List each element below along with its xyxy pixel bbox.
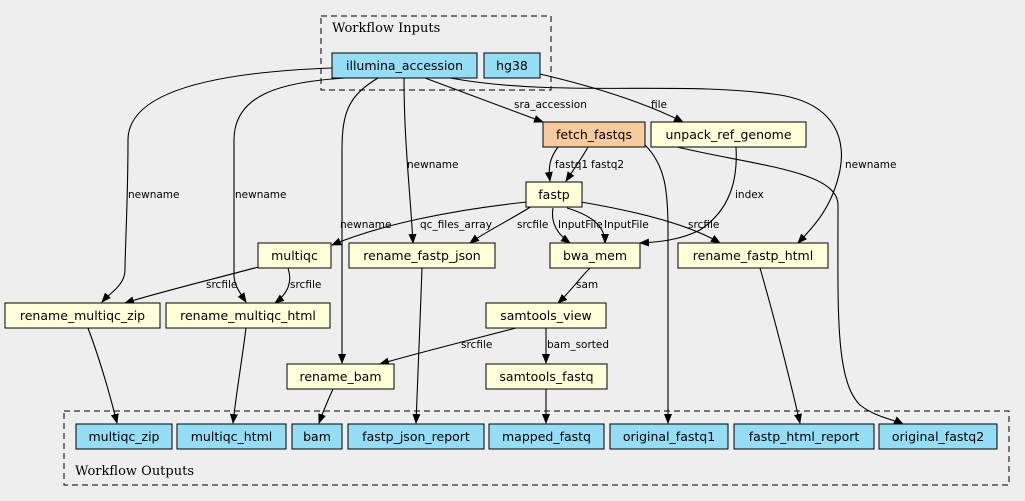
edge-label-newname-fastp-html: newname: [845, 159, 896, 171]
edge-labels: sra_accession file newname newname newna…: [128, 99, 896, 351]
node-original-fastq2[interactable]: original_fastq2: [878, 423, 998, 450]
edge-fastp-bwa-1: [551, 207, 571, 244]
edge-label-inputfile-1: InputFile: [558, 219, 603, 231]
edge-fetch-original-fastq1: [644, 144, 672, 424]
node-rename-multiqc-html[interactable]: rename_multiqc_html: [165, 302, 331, 329]
edge-accession-rename-multiqc-html: [233, 77, 346, 303]
edge-label-srcfile-fastp-html: srcfile: [688, 219, 719, 231]
node-fastp-json-report[interactable]: fastp_json_report: [347, 423, 485, 450]
node-rename-fastp-html[interactable]: rename_fastp_html: [677, 242, 829, 269]
edge-accession-rename-fastp-json: [403, 77, 417, 244]
node-samtools-fastq[interactable]: samtools_fastq: [485, 363, 608, 390]
node-label: multiqc_html: [191, 429, 272, 444]
edge-label-newname-bam: newname: [340, 219, 391, 231]
edge-rename-json-report: [412, 267, 423, 424]
edge-label-index: index: [735, 189, 764, 201]
edge-label-fastq2: fastq2: [591, 159, 624, 171]
edge-multiqc-rename-zip: [124, 265, 263, 305]
edge-rename-zip-multiqc-zip: [87, 327, 119, 424]
node-label: mapped_fastq: [502, 429, 591, 444]
node-label: fastp_html_report: [749, 429, 860, 444]
edge-fastp-bwa-2: [566, 207, 609, 244]
node-label: bam: [303, 429, 331, 444]
node-label: multiqc: [271, 248, 318, 263]
workflow-inputs-cluster: [320, 15, 552, 91]
node-bam[interactable]: bam: [291, 423, 343, 450]
edge-label-newname-json: newname: [407, 159, 458, 171]
node-label: bwa_mem: [563, 248, 627, 263]
edge-rename-html-multiqc-html: [229, 327, 247, 424]
node-multiqc-html[interactable]: multiqc_html: [176, 423, 287, 450]
edge-rename-bam-bam: [318, 388, 334, 424]
edge-label-srcfile-zip: srcfile: [206, 279, 237, 291]
node-label: rename_bam: [299, 369, 381, 384]
edge-accession-rename-fastp-html: [449, 77, 843, 244]
node-label: rename_multiqc_zip: [20, 308, 145, 323]
node-mapped-fastq[interactable]: mapped_fastq: [488, 423, 605, 450]
node-label: fastp: [538, 187, 569, 202]
node-illumina-accession[interactable]: illumina_accession: [331, 52, 478, 79]
edge-label-bam-sorted: bam_sorted: [547, 339, 609, 351]
node-rename-multiqc-zip[interactable]: rename_multiqc_zip: [4, 302, 161, 329]
node-label: rename_fastp_html: [693, 248, 813, 263]
edge-fetch-fastp-fastq2: [565, 146, 589, 182]
node-rename-bam[interactable]: rename_bam: [286, 363, 395, 390]
node-original-fastq1[interactable]: original_fastq1: [609, 423, 729, 450]
edge-label-newname-zip: newname: [128, 189, 179, 201]
node-bwa-mem[interactable]: bwa_mem: [549, 242, 641, 269]
edge-accession-fetch: [424, 77, 544, 123]
workflow-outputs-label: Workflow Outputs: [75, 464, 194, 479]
edge-label-sra-accession: sra_accession: [514, 99, 587, 111]
node-label: multiqc_zip: [89, 429, 160, 444]
node-fastp-html-report[interactable]: fastp_html_report: [733, 423, 875, 450]
node-label: samtools_view: [500, 308, 592, 323]
edge-fastp-rename-fastp-json: [469, 205, 533, 244]
edge-fetch-original-fastq2: [672, 145, 904, 425]
edge-label-srcfile-json: srcfile: [517, 219, 548, 231]
edge-label-srcfile-bam: srcfile: [461, 339, 492, 351]
edges: [87, 67, 904, 425]
node-fastp[interactable]: fastp: [525, 181, 583, 208]
node-multiqc[interactable]: multiqc: [257, 242, 332, 269]
edge-accession-rename-bam: [338, 77, 379, 364]
node-unpack-ref-genome[interactable]: unpack_ref_genome: [650, 121, 807, 148]
edge-multiqc-rename-html: [274, 267, 291, 304]
node-label: original_fastq1: [623, 429, 715, 444]
node-label: original_fastq2: [892, 429, 984, 444]
node-hg38[interactable]: hg38: [483, 52, 541, 79]
edge-fetch-fastp-fastq1: [544, 146, 559, 182]
edge-label-inputfile-2: InputFile: [604, 219, 649, 231]
node-fetch-fastqs[interactable]: fetch_fastqs: [542, 121, 646, 148]
edge-samtools-view-rename-bam: [379, 326, 521, 366]
edge-hg38-unpack: [539, 73, 684, 123]
node-label: fastp_json_report: [362, 429, 470, 444]
edge-fastp-rename-fastp-html: [580, 201, 721, 244]
node-multiqc-zip[interactable]: multiqc_zip: [75, 423, 173, 450]
node-rename-fastp-json[interactable]: rename_fastp_json: [348, 242, 496, 269]
node-samtools-view[interactable]: samtools_view: [485, 302, 607, 329]
edge-rename-fastp-html-report: [759, 267, 802, 424]
node-label: hg38: [496, 58, 528, 73]
workflow-inputs-label: Workflow Inputs: [332, 21, 440, 36]
edge-label-qc-files-array: qc_files_array: [420, 219, 492, 231]
workflow-outputs-cluster: [63, 410, 1010, 486]
edge-label-sam: sam: [576, 279, 598, 291]
node-label: illumina_accession: [346, 58, 463, 73]
node-label: rename_fastp_json: [363, 248, 480, 263]
node-label: unpack_ref_genome: [665, 127, 791, 142]
node-label: samtools_fastq: [499, 369, 593, 384]
edge-bwa-samtools-view: [557, 267, 591, 304]
edge-fastp-multiqc: [331, 201, 528, 246]
edge-label-fastq1: fastq1: [555, 159, 588, 171]
edge-unpack-bwa-index: [639, 146, 737, 247]
node-label: fetch_fastqs: [556, 127, 632, 142]
edge-accession-rename-multiqc-zip: [101, 67, 333, 303]
edge-label-srcfile-mqc-html: srcfile: [290, 279, 321, 291]
edge-label-newname-html: newname: [235, 189, 286, 201]
node-label: rename_multiqc_html: [180, 308, 316, 323]
edge-label-file: file: [651, 99, 667, 111]
